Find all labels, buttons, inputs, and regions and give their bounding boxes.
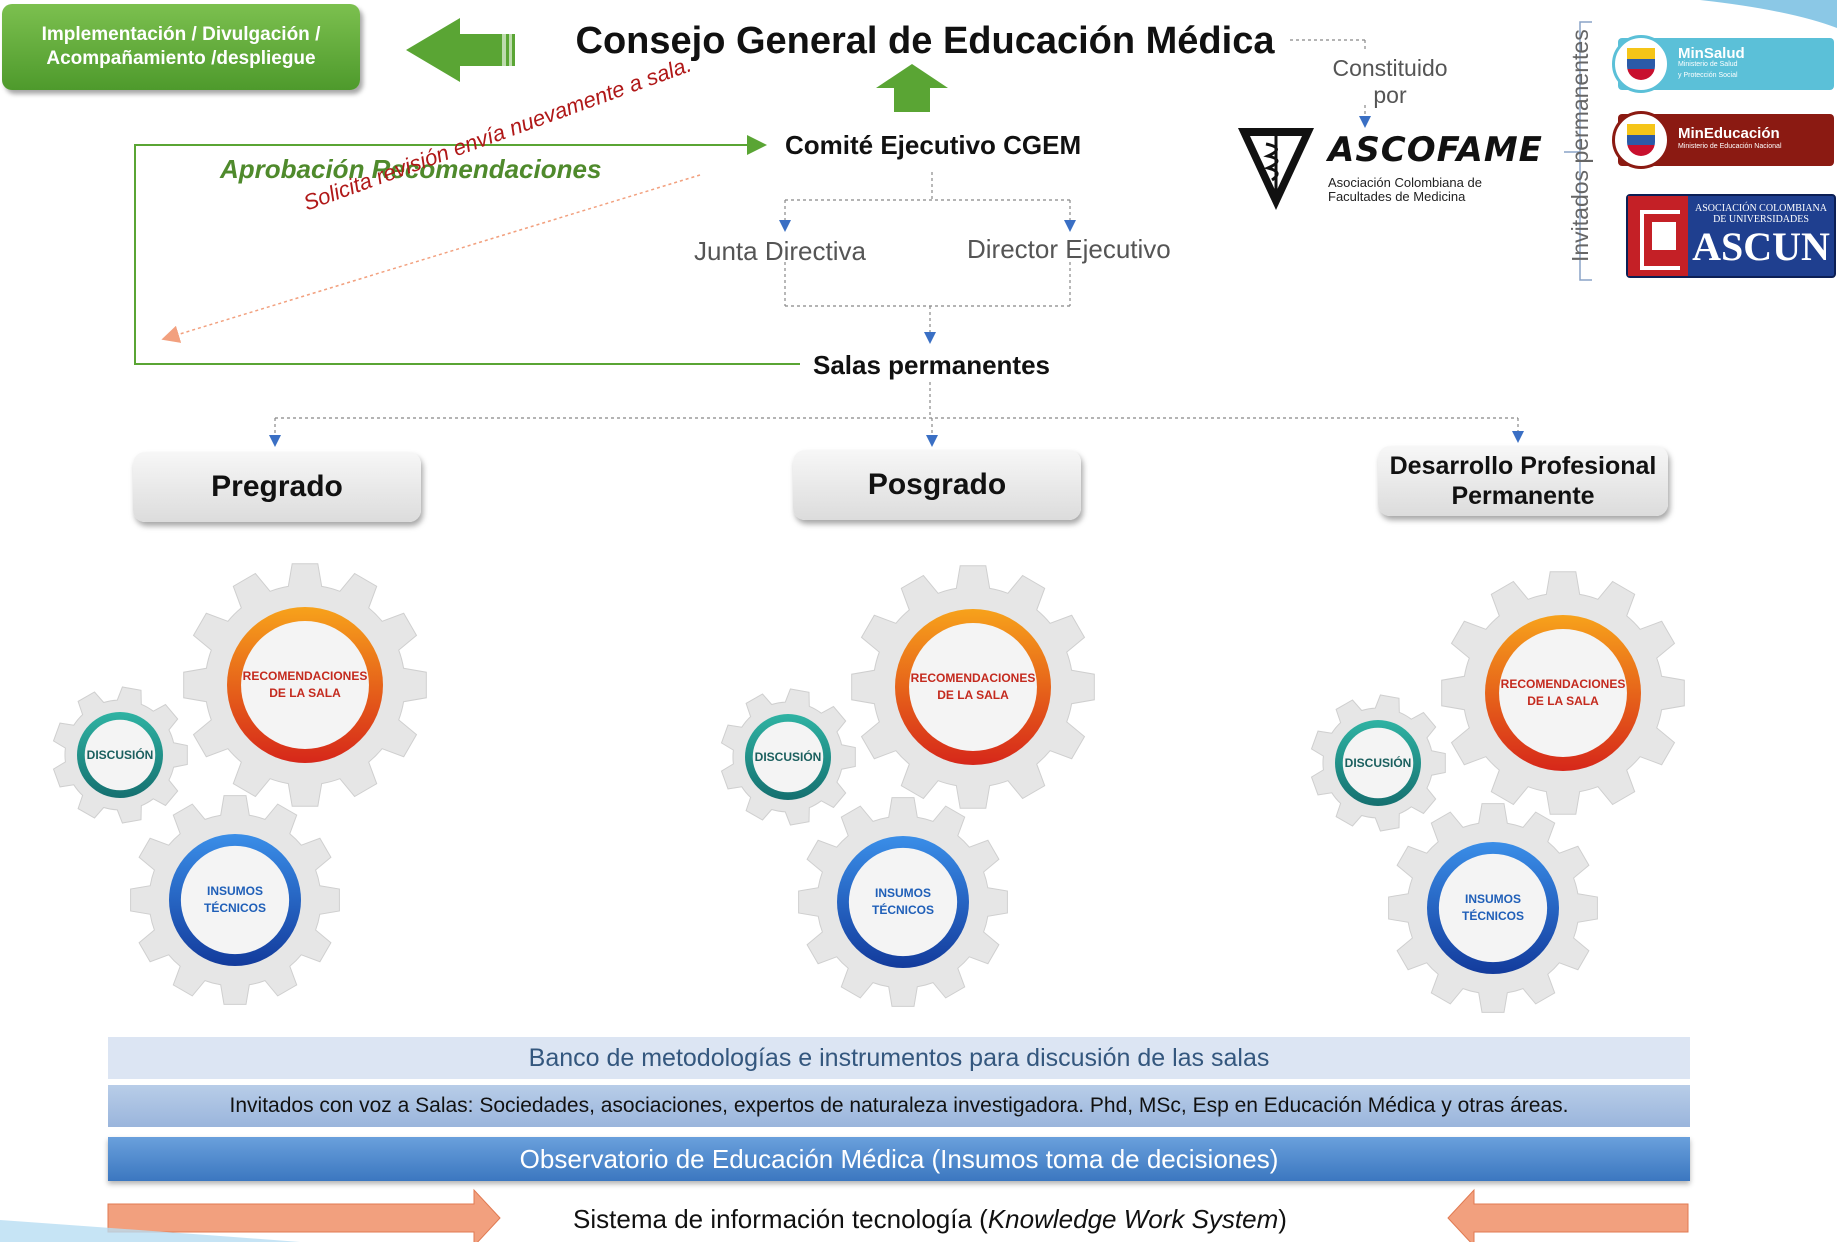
gear-recomendaciones-line2: DE LA SALA — [1527, 694, 1599, 708]
gear-recomendaciones-label: RECOMENDACIONES DE LA SALA — [235, 668, 375, 702]
corner-decoration-bottom — [0, 1220, 300, 1242]
gear-insumos-tecnicos-center — [180, 845, 290, 955]
approval-loop-line — [134, 135, 800, 365]
gear-discusion-label: DISCUSIÓN — [1308, 755, 1448, 772]
comite-label: Comité Ejecutivo CGEM — [785, 130, 1082, 160]
gear-recomendaciones-center — [909, 623, 1037, 751]
gear-recomendaciones-line1: RECOMENDACIONES — [242, 669, 368, 683]
gear-discusion-label: DISCUSIÓN — [718, 749, 858, 766]
sala-posgrado: Posgrado — [793, 450, 1081, 520]
ascun-line2: DE UNIVERSIDADES — [1713, 214, 1809, 225]
gear-discusion-center — [1342, 727, 1414, 799]
gear-insumos-tecnicos-line2: TÉCNICOS — [1461, 909, 1524, 923]
constituido-label: Constituido por — [1310, 55, 1470, 109]
gear-discusion-label: DISCUSIÓN — [50, 747, 190, 764]
sala-posgrado-label: Posgrado — [867, 468, 1007, 501]
gear-insumos-tecnicos-label: INSUMOS TÉCNICOS — [1423, 891, 1563, 925]
director-label: Director Ejecutivo — [967, 234, 1171, 264]
ascun-emblem-icon — [1628, 196, 1688, 276]
sistema-label: Sistema de información tecnología (Knowl… — [500, 1204, 1360, 1235]
gear-recomendaciones-line2: DE LA SALA — [269, 686, 341, 700]
implementation-box: Implementación / Divulgación / Acompañam… — [2, 4, 360, 90]
minsalud-logo: MinSalud Ministerio de Salud y Protecció… — [1612, 35, 1834, 93]
sala-desarrollo-profesional: Desarrollo Profesional Permanente — [1378, 446, 1668, 516]
ascofame-emblem-icon — [1238, 128, 1314, 210]
minsalud-sub-line1: Ministerio de Salud — [1678, 60, 1738, 68]
minsalud-sub-line2: y Protección Social — [1678, 71, 1738, 79]
gear-cluster-1 — [52, 563, 427, 1005]
gear-discusion-line1: DISCUSIÓN — [1344, 755, 1412, 770]
minsalud-name: MinSalud — [1678, 44, 1745, 62]
invitados-voz-band: Invitados con voz a Salas: Sociedades, a… — [108, 1085, 1690, 1127]
gear-insumos-tecnicos-line1: INSUMOS — [1464, 892, 1521, 906]
gear-insumos-tecnicos-center — [1438, 853, 1548, 963]
sistema-prefix: Sistema de información tecnología ( — [573, 1204, 988, 1234]
ascun-name: ASCUN — [1692, 224, 1830, 269]
gear-cluster-3 — [1310, 571, 1685, 1013]
sala-desarrollo-label: Desarrollo Profesional Permanente — [1389, 452, 1657, 510]
constituido-line1: Constituido — [1332, 55, 1448, 81]
salas-label: Salas permanentes — [813, 350, 1051, 380]
ascofame-subtitle: Asociación Colombiana de Facultades de M… — [1328, 176, 1482, 204]
gear-insumos-tecnicos-line2: TÉCNICOS — [871, 903, 934, 917]
sistema-suffix: ) — [1278, 1204, 1287, 1234]
mineducacion-logo: MinEducación Ministerio de Educación Nac… — [1612, 111, 1834, 169]
banco-band: Banco de metodologías e instrumentos par… — [108, 1037, 1690, 1079]
gear-recomendaciones-line1: RECOMENDACIONES — [910, 671, 1036, 685]
gear-recomendaciones-line1: RECOMENDACIONES — [1500, 677, 1626, 691]
gear-insumos-tecnicos-label: INSUMOS TÉCNICOS — [165, 883, 305, 917]
colombia-seal-icon — [1612, 35, 1670, 93]
constituido-line2: por — [1373, 82, 1407, 108]
invitados-bracket — [1564, 21, 1592, 281]
mineducacion-name: MinEducación — [1678, 125, 1780, 142]
left-green-arrow — [406, 18, 515, 82]
gear-recomendaciones-center — [241, 621, 369, 749]
left-bottom-arrow — [107, 1188, 501, 1242]
gear-insumos-tecnicos-line1: INSUMOS — [206, 884, 263, 898]
ascofame-name: ASCOFAME — [1328, 130, 1543, 170]
colombia-seal-icon — [1612, 111, 1670, 169]
gear-cluster-2 — [720, 565, 1095, 1007]
sala-pregrado: Pregrado — [133, 452, 421, 522]
invitados-permanentes-label: Invitados permanentes — [1567, 29, 1593, 262]
gear-discusion-line1: DISCUSIÓN — [86, 747, 154, 762]
up-green-arrow — [876, 64, 948, 112]
ascun-logo: ASOCIACIÓN COLOMBIANA DE UNIVERSIDADES A… — [1626, 194, 1836, 278]
gear-discusion-center — [752, 721, 824, 793]
gear-insumos-tecnicos-line2: TÉCNICOS — [203, 901, 266, 915]
gear-insumos-tecnicos-center — [848, 847, 958, 957]
gear-recomendaciones-label: RECOMENDACIONES DE LA SALA — [903, 670, 1043, 704]
junta-label: Junta Directiva — [694, 236, 866, 266]
ascofame-logo: ASCOFAME Asociación Colombiana de Facult… — [1236, 126, 1542, 212]
ascofame-subtitle-line2: Facultades de Medicina — [1328, 189, 1466, 204]
gear-discusion-center — [84, 719, 156, 791]
gear-recomendaciones-center — [1499, 629, 1627, 757]
observatorio-band: Observatorio de Educación Médica (Insumo… — [108, 1137, 1690, 1181]
sistema-italic: Knowledge Work System — [987, 1204, 1279, 1234]
ascun-line1: ASOCIACIÓN COLOMBIANA — [1695, 203, 1827, 214]
gear-discusion-line1: DISCUSIÓN — [754, 749, 822, 764]
gear-recomendaciones-label: RECOMENDACIONES DE LA SALA — [1493, 676, 1633, 710]
solicita-arrow — [161, 174, 701, 343]
gear-insumos-tecnicos-label: INSUMOS TÉCNICOS — [833, 885, 973, 919]
gear-recomendaciones-line2: DE LA SALA — [937, 688, 1009, 702]
mineducacion-sub: Ministerio de Educación Nacional — [1678, 143, 1782, 150]
corner-decoration — [1700, 0, 1837, 28]
page-title: Consejo General de Educación Médica — [575, 20, 1275, 62]
gear-insumos-tecnicos-line1: INSUMOS — [874, 886, 931, 900]
right-bottom-arrow — [1447, 1188, 1689, 1242]
aprobacion-label: Aprobación Recomendaciones — [220, 154, 602, 184]
ascofame-subtitle-line1: Asociación Colombiana de — [1328, 175, 1482, 190]
sala-pregrado-label: Pregrado — [211, 470, 343, 503]
